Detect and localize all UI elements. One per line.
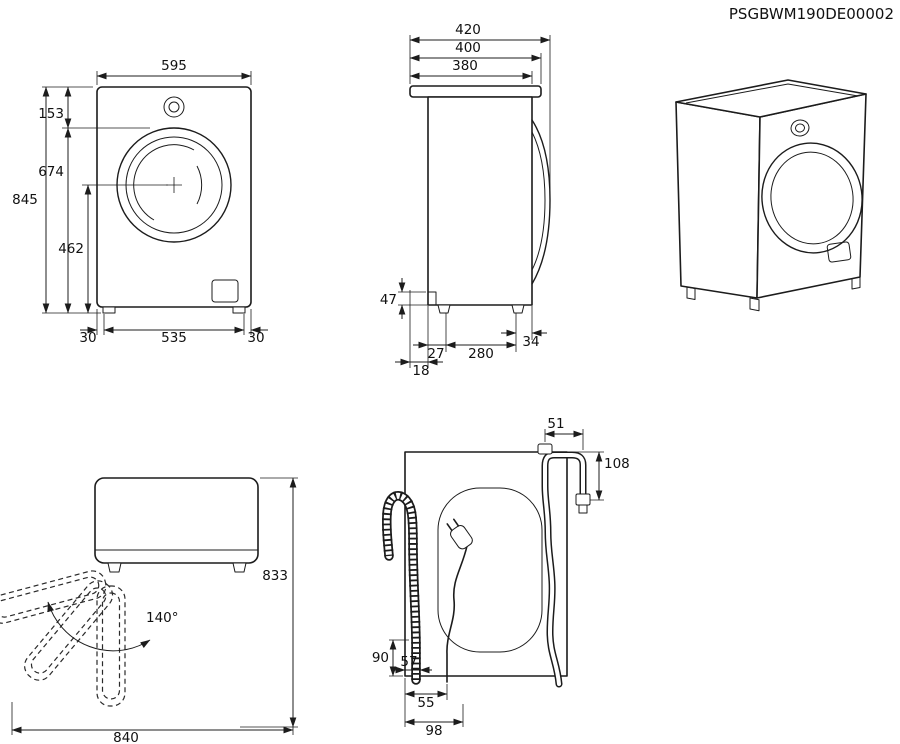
swing-arc [47, 601, 151, 652]
filter-door [211, 279, 239, 303]
perspective-knob [790, 119, 810, 137]
dim-label-57: 57 [400, 654, 417, 670]
back-view: 51 108 90 57 55 98 [372, 416, 630, 739]
dim-rear-recess: 47 [380, 278, 434, 319]
door-bulge-inner [531, 131, 546, 271]
front-body [96, 86, 252, 308]
dim-front-top-segment: 153 [38, 86, 150, 129]
dim-label-833: 833 [262, 568, 288, 584]
dim-label-47: 47 [380, 292, 397, 308]
dim-depth-body: 380 [409, 58, 533, 84]
dim-label-30-left: 30 [79, 330, 96, 346]
dim-rear-overhang: 18 [395, 358, 443, 379]
door-center-cross [166, 177, 182, 193]
front-view: 595 845 153 674 462 535 30 30 [12, 58, 268, 346]
dim-cord-outer-offset: 98 [404, 704, 464, 739]
side-foot-rear [437, 304, 451, 314]
dim-depth-mid: 400 [409, 40, 542, 84]
dim-label-51: 51 [547, 416, 564, 432]
dim-label-27: 27 [427, 346, 444, 362]
dim-open-depth: 840 [11, 702, 294, 744]
swing-foot-right [232, 562, 247, 573]
dim-label-55: 55 [417, 695, 434, 711]
dim-label-90: 90 [372, 650, 389, 666]
hose-clip [537, 443, 553, 455]
dim-feet-span: 535 30 30 [79, 309, 268, 346]
side-panel [675, 101, 761, 299]
dim-label-840: 840 [113, 730, 139, 744]
rear-recess [428, 291, 437, 305]
side-body [427, 96, 533, 306]
front-panel [756, 93, 867, 299]
side-bottom-extension-lines [409, 290, 533, 368]
dim-label-674: 674 [38, 164, 64, 180]
dim-label-420: 420 [455, 22, 481, 38]
dim-label-845: 845 [12, 192, 38, 208]
power-cord [446, 518, 473, 683]
dim-label-535: 535 [161, 330, 187, 346]
dim-label-400: 400 [455, 40, 481, 56]
perspective-view [675, 79, 867, 312]
perspective-door [761, 142, 863, 254]
detergent-knob-inner [168, 101, 180, 113]
front-foot-right [232, 306, 246, 314]
back-panel [404, 451, 568, 677]
dim-front-mid-segment: 674 [38, 127, 72, 314]
dim-label-18: 18 [412, 363, 429, 379]
dim-rear-foot-inset: 27 [413, 341, 446, 362]
dim-front-foot-inset: 34 [501, 329, 547, 350]
front-foot-left [102, 306, 116, 314]
tap-connector-tip [578, 504, 588, 514]
dim-hose-edge-offset: 51 [544, 416, 584, 450]
swing-foot-left [107, 562, 122, 573]
drain-hose [382, 491, 421, 685]
side-foot-front [511, 304, 525, 314]
dim-drain-edge-offset: 57 [393, 654, 432, 674]
dim-label-140deg: 140° [146, 610, 179, 626]
dim-label-108: 108 [604, 456, 630, 472]
dim-cord-offset: 55 [404, 678, 448, 727]
dim-label-34: 34 [522, 334, 539, 350]
dim-label-153: 153 [38, 106, 64, 122]
door-bulge-outer [531, 119, 551, 285]
side-view: 420 400 380 47 34 27 [380, 22, 551, 379]
perspective-filter-door [826, 241, 852, 263]
door-swing-view: 140° 833 840 [0, 477, 298, 744]
dim-label-380: 380 [452, 58, 478, 74]
dim-label-462: 462 [58, 241, 84, 257]
dim-label-280: 280 [468, 346, 494, 362]
dim-label-30-right: 30 [247, 330, 264, 346]
drum-arc [133, 144, 195, 221]
side-lid [409, 85, 542, 98]
dim-label-98: 98 [425, 723, 442, 739]
swing-body [94, 477, 259, 564]
dim-label-595: 595 [161, 58, 187, 74]
dim-feet-distance: 280 [445, 341, 517, 362]
dim-drain-outlet-height: 90 [372, 639, 409, 677]
drum-arc-right [196, 165, 203, 205]
inlet-hose [537, 443, 591, 688]
power-plug [446, 518, 473, 550]
back-inner-panel [437, 487, 543, 653]
document-id: PSGBWM190DE00002 [729, 5, 894, 23]
swing-door-position-down [96, 585, 126, 707]
dim-valve-drop: 108 [569, 451, 630, 501]
dim-door-center-height: 462 [58, 184, 168, 314]
detergent-knob [163, 96, 185, 118]
dim-front-width: 595 [96, 58, 252, 85]
perspective-knob-inner [795, 123, 805, 133]
tap-connector [575, 493, 591, 506]
lid-seam [685, 83, 859, 104]
